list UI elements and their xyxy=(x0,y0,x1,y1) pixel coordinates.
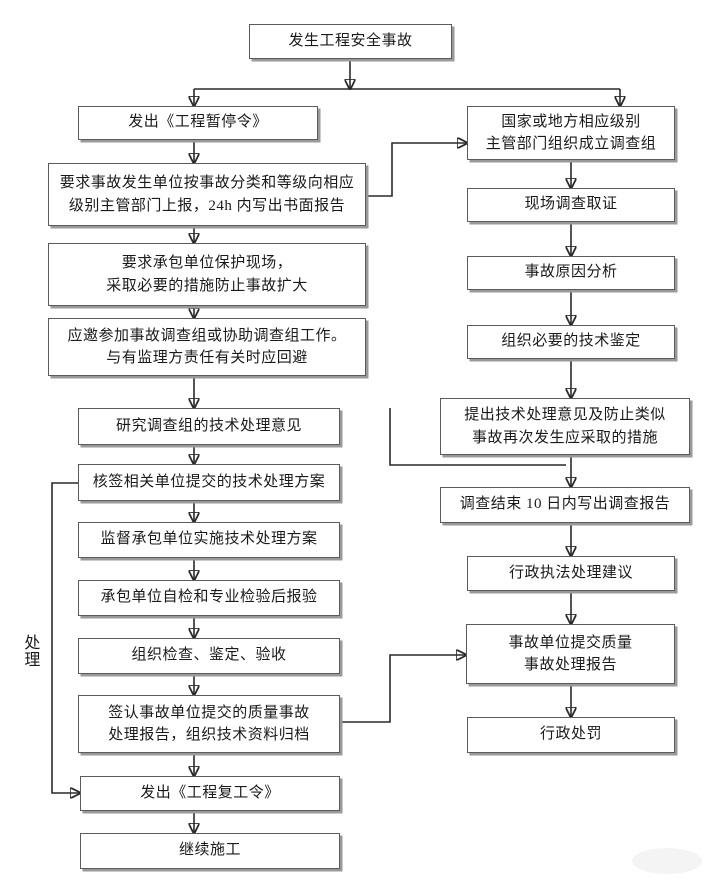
node-administrative-penalty[interactable]: 行政处罚 xyxy=(467,717,675,753)
node-investigation-report[interactable]: 调查结束 10 日内写出调查报告 xyxy=(440,487,690,523)
node-form-investigation-group-label: 国家或地方相应级别 主管部门组织成立调查组 xyxy=(485,113,657,153)
node-continue-work-label: 继续施工 xyxy=(178,842,241,859)
node-sign-plan-label: 核签相关单位提交的技术处理方案 xyxy=(92,473,326,490)
node-site-investigation-label: 现场调查取证 xyxy=(524,196,618,213)
node-resume-order-label: 发出《工程复工令》 xyxy=(140,784,280,801)
node-suspend-order[interactable]: 发出《工程暂停令》 xyxy=(78,106,318,140)
node-resume-order[interactable]: 发出《工程复工令》 xyxy=(80,776,340,811)
node-organize-check[interactable]: 组织检查、鉴定、验收 xyxy=(78,638,340,674)
node-sign-report-label: 签认事故单位提交的质量事故 处理报告，组织技术资料归档 xyxy=(108,704,310,744)
node-propose-measures[interactable]: 提出技术处理意见及防止类似 事故再次发生应采取的措施 xyxy=(440,398,690,455)
side-label-processing-text: 处理 xyxy=(21,634,39,668)
node-cause-analysis-label: 事故原因分析 xyxy=(524,264,618,281)
node-administrative-penalty-label: 行政处罚 xyxy=(539,726,602,743)
side-label-processing: 处理 xyxy=(14,634,38,668)
node-supervise-plan-label: 监督承包单位实施技术处理方案 xyxy=(100,531,318,548)
node-form-investigation-group[interactable]: 国家或地方相应级别 主管部门组织成立调查组 xyxy=(467,106,675,160)
node-self-inspection-label: 承包单位自检和专业检验后报验 xyxy=(100,589,318,606)
node-continue-work[interactable]: 继续施工 xyxy=(80,833,340,869)
node-protect-site-label: 要求承包单位保护现场， 采取必要的措施防止事故扩大 xyxy=(106,255,308,294)
node-investigation-report-label: 调查结束 10 日内写出调查报告 xyxy=(459,496,671,513)
node-sign-plan[interactable]: 核签相关单位提交的技术处理方案 xyxy=(78,464,340,501)
node-enforcement-advice-label: 行政执法处理建议 xyxy=(508,564,633,581)
node-organize-check-label: 组织检查、鉴定、验收 xyxy=(131,647,287,664)
watermark xyxy=(632,848,702,874)
node-technical-appraisal-label: 组织必要的技术鉴定 xyxy=(501,333,641,350)
node-protect-site[interactable]: 要求承包单位保护现场， 采取必要的措施防止事故扩大 xyxy=(48,243,366,306)
node-start[interactable]: 发生工程安全事故 xyxy=(249,24,452,59)
node-cause-analysis[interactable]: 事故原因分析 xyxy=(467,256,675,290)
node-report-24h-label: 要求事故发生单位按事故分类和等级向相应 级别主管部门上报，24h 内写出书面报告 xyxy=(59,175,355,214)
node-join-investigation[interactable]: 应邀参加事故调查组或协助调查组工作。 与有监理方责任有关时应回避 xyxy=(48,318,366,376)
edge-signreport-to-submitreport xyxy=(340,655,466,723)
node-site-investigation[interactable]: 现场调查取证 xyxy=(467,188,675,222)
node-report-24h[interactable]: 要求事故发生单位按事故分类和等级向相应 级别主管部门上报，24h 内写出书面报告 xyxy=(48,163,366,226)
node-technical-appraisal[interactable]: 组织必要的技术鉴定 xyxy=(467,325,675,359)
node-suspend-order-label: 发出《工程暂停令》 xyxy=(128,114,268,131)
node-study-opinion[interactable]: 研究调查组的技术处理意见 xyxy=(78,408,340,445)
node-submit-quality-report-label: 事故单位提交质量 事故处理报告 xyxy=(508,634,633,674)
node-sign-report[interactable]: 签认事故单位提交的质量事故 处理报告，组织技术资料归档 xyxy=(78,695,340,753)
edge-report24h-to-formgroup xyxy=(366,143,467,197)
node-join-investigation-label: 应邀参加事故调查组或协助调查组工作。 与有监理方责任有关时应回避 xyxy=(67,327,347,367)
edge-signplan-loopback-to-resume xyxy=(51,482,80,793)
node-submit-quality-report[interactable]: 事故单位提交质量 事故处理报告 xyxy=(466,624,675,684)
node-start-label: 发生工程安全事故 xyxy=(288,32,413,49)
node-self-inspection[interactable]: 承包单位自检和专业检验后报验 xyxy=(78,580,340,616)
node-propose-measures-label: 提出技术处理意见及防止类似 事故再次发生应采取的措施 xyxy=(464,407,666,446)
node-enforcement-advice[interactable]: 行政执法处理建议 xyxy=(467,556,675,591)
node-supervise-plan[interactable]: 监督承包单位实施技术处理方案 xyxy=(78,522,340,558)
node-study-opinion-label: 研究调查组的技术处理意见 xyxy=(115,417,302,434)
